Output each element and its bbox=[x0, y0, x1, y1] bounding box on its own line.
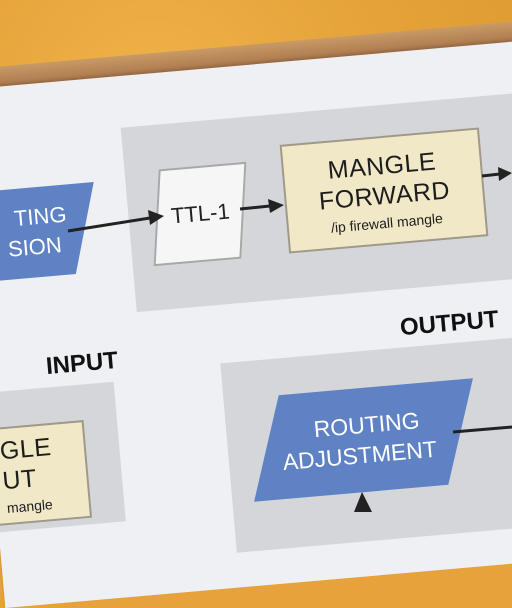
arrow-ttl-to-mangle bbox=[239, 199, 284, 213]
diagram-scene: TING SION TTL-1 MANGLE FORWARD /ip firew… bbox=[0, 92, 512, 553]
arrow-mangle-forward-out bbox=[481, 167, 512, 181]
line-routing-adjustment-out bbox=[452, 425, 512, 434]
arrows-layer bbox=[67, 167, 512, 512]
arrow-into-routing-adjustment bbox=[354, 492, 372, 512]
arrow-routing-to-ttl bbox=[67, 210, 164, 233]
